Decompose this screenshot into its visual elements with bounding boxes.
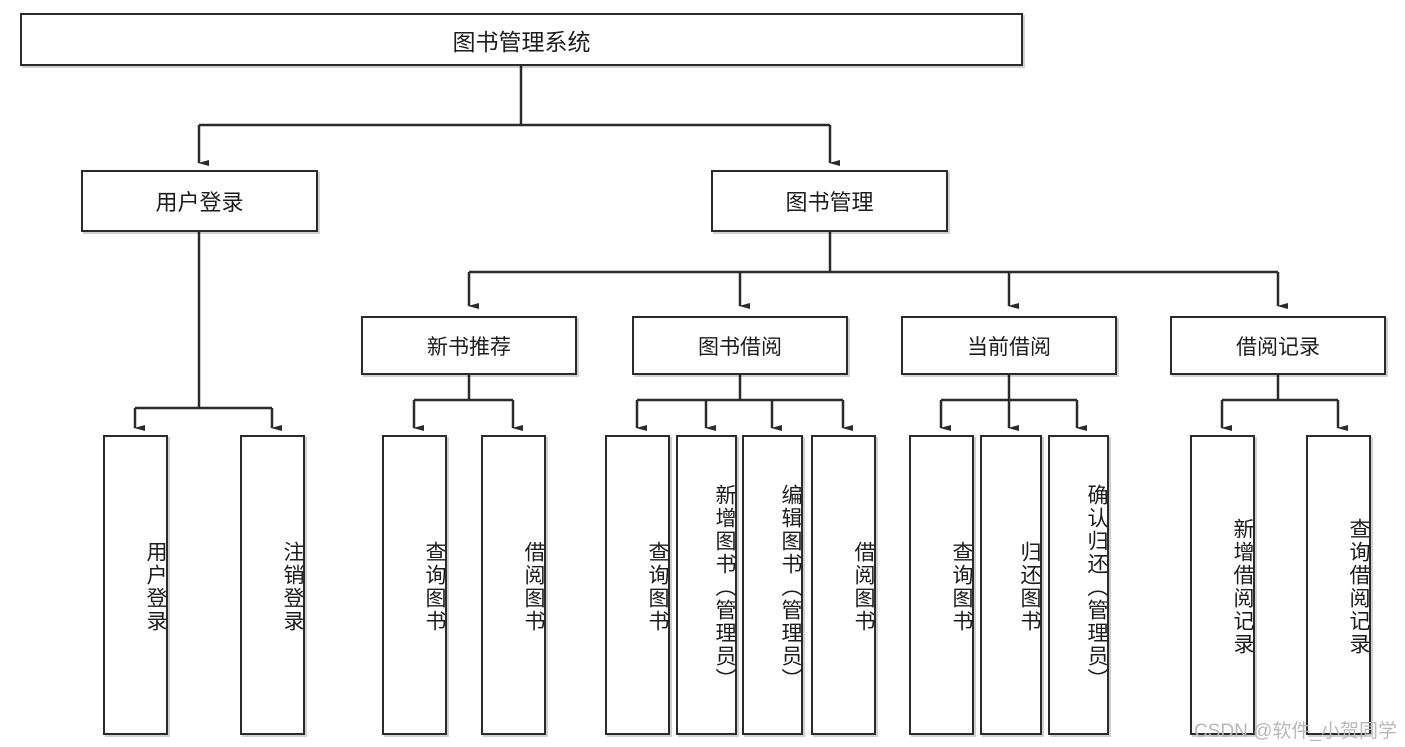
leaf-book-borrow-borrow[interactable]: 借阅图书 [811, 435, 876, 735]
csdn-watermark: CSDN @软件_小贺同学 [1194, 721, 1397, 742]
node-new-book-label: 新书推荐 [427, 335, 511, 359]
leaf-book-borrow-query[interactable]: 查询图书 [605, 435, 670, 735]
node-root-label: 图书管理系统 [452, 28, 591, 55]
leaf-user-login-logout[interactable]: 注销登录 [240, 435, 305, 735]
node-root[interactable]: 图书管理系统 [20, 13, 1023, 66]
node-borrow-record[interactable]: 借阅记录 [1170, 316, 1386, 375]
leaf-label: 注销登录 [281, 541, 304, 633]
node-book-manage[interactable]: 图书管理 [711, 170, 948, 232]
leaf-new-book-borrow[interactable]: 借阅图书 [481, 435, 546, 735]
leaf-label: 借阅图书 [852, 541, 875, 633]
node-new-book[interactable]: 新书推荐 [361, 316, 577, 375]
leaf-label: 编辑图书（管理员） [779, 483, 802, 691]
node-user-login[interactable]: 用户登录 [81, 170, 318, 232]
leaf-current-borrow-return[interactable]: 归还图书 [980, 435, 1042, 735]
leaf-label: 查询借阅记录 [1347, 518, 1370, 656]
leaf-label: 确认归还（管理员） [1085, 483, 1108, 691]
node-current-borrow[interactable]: 当前借阅 [901, 316, 1117, 375]
leaf-label: 归还图书 [1018, 541, 1041, 633]
leaf-book-borrow-edit[interactable]: 编辑图书（管理员） [742, 435, 803, 735]
node-user-login-label: 用户登录 [155, 190, 244, 215]
leaf-label: 查询图书 [423, 541, 446, 633]
node-book-manage-label: 图书管理 [785, 190, 874, 215]
leaf-borrow-record-add[interactable]: 新增借阅记录 [1190, 435, 1255, 735]
leaf-label: 查询图书 [950, 541, 973, 633]
leaf-label: 新增图书（管理员） [713, 483, 736, 691]
leaf-current-borrow-query[interactable]: 查询图书 [909, 435, 974, 735]
node-book-borrow[interactable]: 图书借阅 [632, 316, 848, 375]
leaf-label: 新增借阅记录 [1231, 518, 1254, 656]
node-book-borrow-label: 图书借阅 [698, 335, 782, 359]
leaf-current-borrow-confirm[interactable]: 确认归还（管理员） [1048, 435, 1109, 735]
leaf-label: 借阅图书 [522, 541, 545, 633]
node-borrow-record-label: 借阅记录 [1236, 335, 1320, 359]
leaf-borrow-record-query[interactable]: 查询借阅记录 [1306, 435, 1371, 735]
leaf-user-login-login[interactable]: 用户登录 [103, 435, 168, 735]
leaf-new-book-query[interactable]: 查询图书 [382, 435, 447, 735]
leaf-label: 查询图书 [646, 541, 669, 633]
node-current-borrow-label: 当前借阅 [967, 335, 1051, 359]
leaf-label: 用户登录 [144, 541, 167, 633]
leaf-book-borrow-add[interactable]: 新增图书（管理员） [676, 435, 737, 735]
